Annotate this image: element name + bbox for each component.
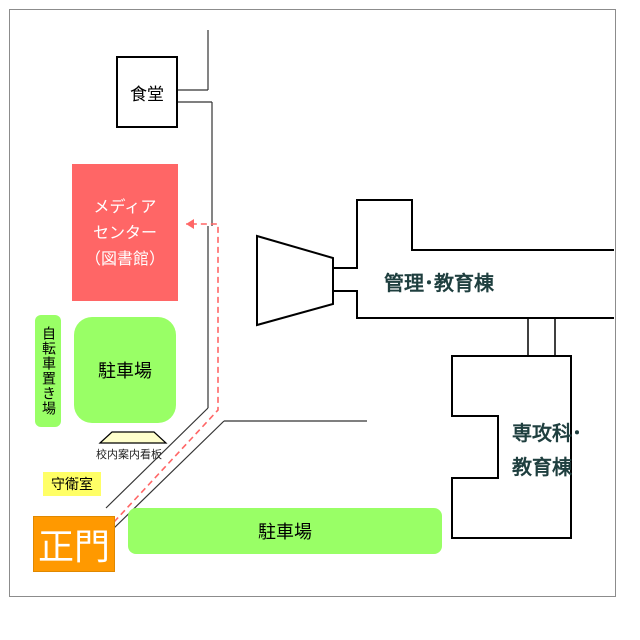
- admin-building-outline-top: [333, 199, 614, 269]
- map-frame: [9, 9, 616, 597]
- campus-sign-label: 校内案内看板: [96, 448, 162, 461]
- guard-room: 守衛室: [43, 472, 101, 496]
- senko-building-label-line2: 教育棟: [512, 455, 572, 479]
- media-center-label-line3: （図書館）: [84, 248, 165, 268]
- campus-sign-shape: [98, 431, 168, 444]
- guard-room-label: 守衛室: [51, 477, 93, 493]
- senko-building-label-line1: 専攻科･: [512, 421, 582, 445]
- route-dashed-line: [113, 223, 219, 523]
- media-center-building: メディア センター （図書館）: [72, 164, 178, 301]
- cafeteria-label: 食堂: [130, 84, 164, 105]
- bicycle-parking: 自転車置き場: [35, 315, 61, 427]
- parking-lot-bottom: 駐車場: [128, 508, 442, 554]
- road-line-diagonal-left: [105, 407, 209, 509]
- parking-lot-left-label: 駐車場: [98, 361, 152, 382]
- senko-building-label: 専攻科･ 教育棟: [512, 416, 602, 484]
- route-arrow-head: [186, 219, 194, 229]
- cafeteria-building: 食堂: [116, 56, 178, 128]
- parking-lot-left: 駐車場: [74, 317, 176, 423]
- parking-lot-bottom-label: 駐車場: [258, 522, 312, 543]
- media-center-label-line1: メディア: [93, 196, 157, 216]
- media-center-label-line2: センター: [92, 222, 157, 242]
- admin-building-label: 管理･教育棟: [384, 271, 494, 295]
- admin-building-outline-bottom: [333, 290, 614, 319]
- senko-building-outline: [451, 355, 572, 539]
- bicycle-parking-label: 自転車置き場: [40, 326, 56, 416]
- admin-hall-wing: [256, 234, 334, 327]
- main-gate: 正門: [33, 516, 115, 572]
- main-gate-label: 正門: [37, 527, 110, 568]
